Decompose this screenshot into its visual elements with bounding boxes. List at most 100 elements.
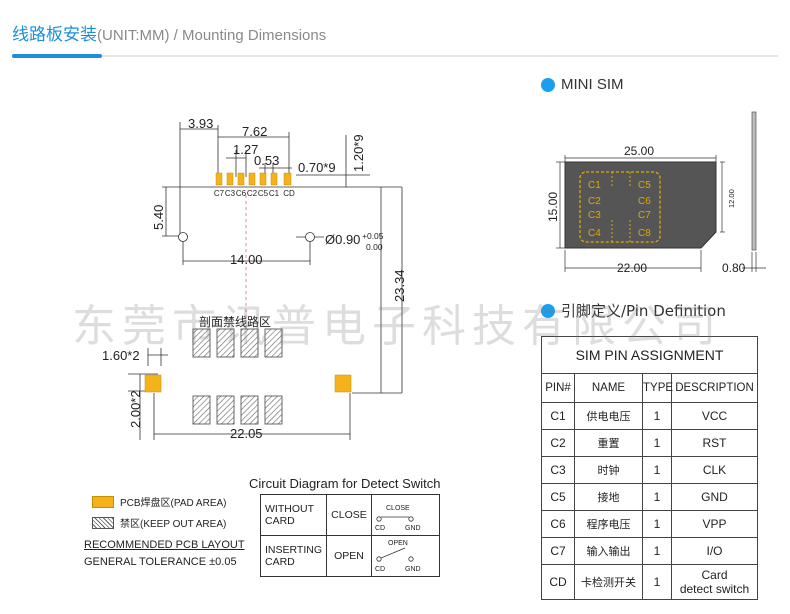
cell-type: 1	[642, 510, 672, 538]
keepout-areas	[192, 328, 283, 425]
legend-keepout-label: 禁区(KEEP OUT AREA)	[120, 519, 227, 530]
pin-def-heading: 引脚定义/Pin Definition	[541, 300, 726, 321]
cell-desc: I/O	[671, 537, 758, 565]
circuit-result: CLOSE	[325, 494, 372, 536]
pad-c1	[270, 172, 278, 186]
tolerance-label: GENERAL TOLERANCE ±0.05	[84, 556, 237, 568]
title-unit: (UNIT:MM) / Mounting Dimensions	[97, 27, 327, 44]
dim-14-00: 14.00	[230, 252, 263, 267]
mini-sim-drawing: 25.00 15.00 22.00 12.00 0.80 C1 C5 C2 C6…	[546, 111, 766, 275]
sim-chip	[579, 171, 661, 243]
cell-pin: C1	[541, 402, 575, 430]
cell-pin: C3	[541, 456, 575, 484]
pad-c7	[215, 172, 223, 186]
dim-hole: Ø0.90	[325, 232, 360, 247]
circuit-state: INSERTING CARD	[260, 535, 327, 577]
sim-contact-c8: C8	[638, 228, 651, 239]
circuit-symbol-cell	[370, 494, 441, 536]
pad-c5	[259, 172, 267, 186]
dim-5-40: 5.40	[151, 205, 166, 230]
cell-type: 1	[642, 483, 672, 511]
pin-def-heading-text: 引脚定义/Pin Definition	[561, 302, 726, 320]
cell-pin: C2	[541, 429, 575, 457]
sim-dim-w: 25.00	[624, 144, 654, 158]
dim-22-05: 22.05	[230, 426, 263, 441]
table-caption: SIM PIN ASSIGNMENT	[541, 336, 758, 374]
col-header: PIN#	[541, 373, 575, 403]
pin-label-c1: C1	[269, 189, 280, 198]
cell-name: 重置	[574, 429, 643, 457]
cell-desc: VCC	[671, 402, 758, 430]
legend-pad-label: PCB焊盘区(PAD AREA)	[120, 498, 227, 509]
hatch-swatch	[92, 516, 114, 529]
legend-pad: PCB焊盘区(PAD AREA)	[92, 494, 227, 509]
dim-0-70: 0.70*9	[298, 160, 336, 175]
pin-label-c2: C2	[247, 189, 258, 198]
cell-name: 接地	[574, 483, 643, 511]
cell-desc-line2: detect switch	[679, 582, 750, 596]
cell-type: 1	[642, 429, 672, 457]
page-title: 线路板安装(UNIT:MM) / Mounting Dimensions	[12, 20, 326, 45]
dim-1-20: 1.20*9	[351, 134, 366, 172]
dim-1-27: 1.27	[233, 142, 258, 157]
cell-type: 1	[642, 537, 672, 565]
pad-c2	[248, 172, 256, 186]
col-header: TYPE	[642, 373, 673, 403]
circuit-table: WITHOUT CARD CLOSE INSERTING CARD OPEN	[260, 494, 441, 577]
title-divider	[12, 55, 778, 57]
sim-contact-c6: C6	[638, 196, 651, 207]
pad-c6	[237, 172, 245, 186]
cell-name: 卡检测开关	[574, 564, 643, 600]
cell-desc: RST	[671, 429, 758, 457]
title-accent-bar	[12, 54, 102, 58]
cell-pin: C6	[541, 510, 575, 538]
pad-left	[144, 374, 162, 393]
cell-desc: GND	[671, 483, 758, 511]
pin-assignment-table: SIM PIN ASSIGNMENT PIN# NAME TYPE DESCRI…	[541, 336, 758, 600]
sim-contact-c3: C3	[588, 210, 601, 221]
dim-hole-tol-plus: +0.05	[362, 231, 384, 241]
sim-side-view	[751, 111, 757, 251]
dim-23-34: 23.34	[392, 269, 407, 302]
pad-c3	[226, 172, 234, 186]
cell-type: 1	[642, 564, 672, 600]
pad-cd	[283, 172, 292, 186]
dim-hole-tol-minus: 0.00	[366, 242, 383, 252]
sim-contact-c4: C4	[588, 228, 601, 239]
pin-label-c5: C5	[258, 189, 269, 198]
table-row: INSERTING CARD OPEN	[260, 535, 441, 577]
circuit-result: OPEN	[325, 535, 372, 577]
contact-pads	[144, 172, 352, 393]
mini-sim-heading-text: MINI SIM	[561, 76, 624, 93]
cell-desc: VPP	[671, 510, 758, 538]
col-header: DESCRIPTION	[671, 373, 758, 403]
recommended-label: RECOMMENDED PCB LAYOUT	[84, 539, 245, 551]
cell-desc: CLK	[671, 456, 758, 484]
sim-contact-c1: C1	[588, 180, 601, 191]
section-label: 剖面禁线路区	[199, 314, 271, 329]
pin-label-c7: C7	[214, 189, 225, 198]
pad-right	[334, 374, 352, 393]
sim-card-outline	[564, 161, 717, 249]
dim-2-00: 2.00*2	[128, 390, 143, 428]
cell-type: 1	[642, 402, 672, 430]
pin-label-cd: CD	[283, 189, 295, 198]
cell-type: 1	[642, 456, 672, 484]
pin-label-c6: C6	[236, 189, 247, 198]
bullet-icon	[541, 303, 555, 318]
circuit-symbol-cell	[370, 535, 441, 577]
circuit-state: WITHOUT CARD	[260, 494, 327, 536]
cell-name: 输入输出	[574, 537, 643, 565]
title-cn: 线路板安装	[12, 25, 97, 45]
cell-name: 程序电压	[574, 510, 643, 538]
hole-left	[178, 232, 188, 242]
